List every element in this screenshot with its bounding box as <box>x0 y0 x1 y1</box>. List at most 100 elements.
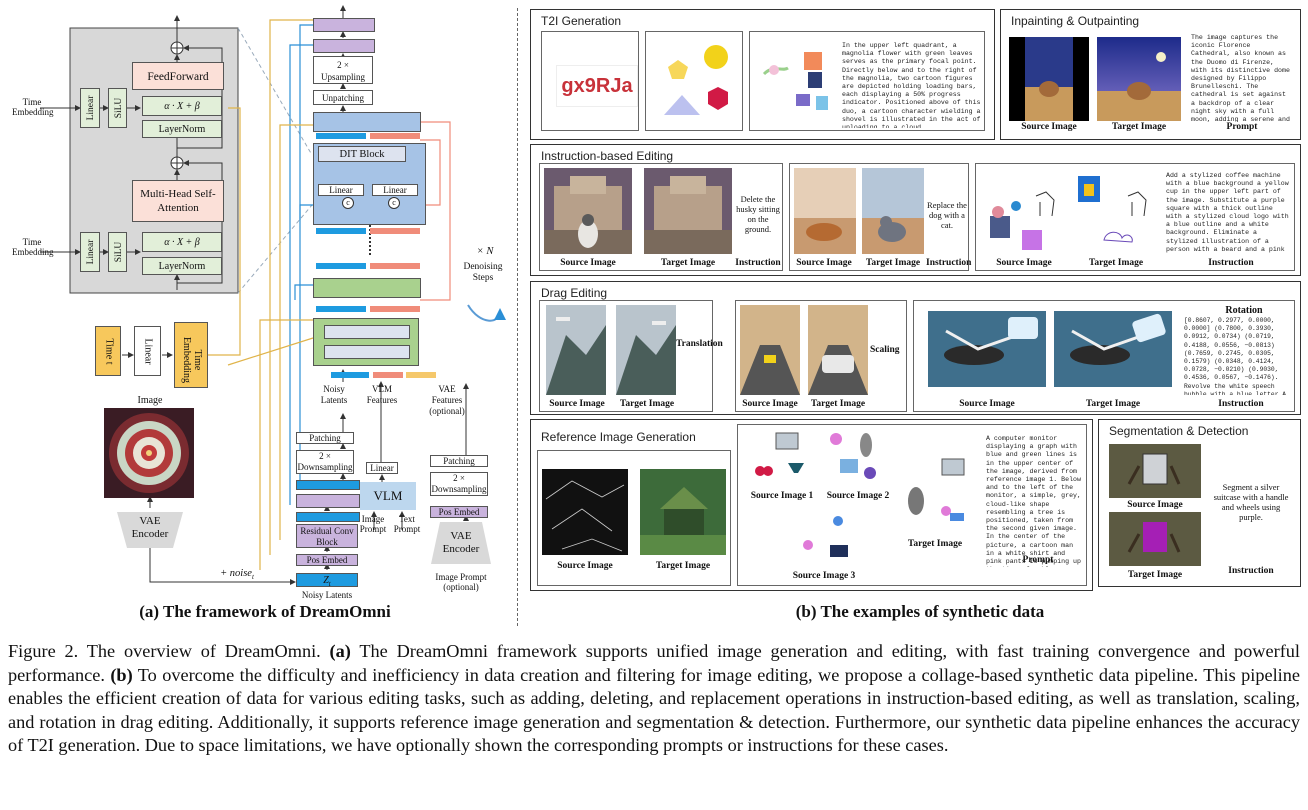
t2i-text-image: gx9RJa <box>556 65 638 107</box>
instruction-label-3: Instruction <box>1208 258 1254 268</box>
translation-target-image <box>616 305 676 395</box>
image-label: Image <box>137 395 163 406</box>
instruction-label-2: Instruction <box>926 258 972 268</box>
layernorm-box-top: LayerNorm <box>142 120 222 138</box>
left-stack-bar-blue <box>296 480 360 490</box>
reference-source-label: Source Image <box>557 561 613 571</box>
reference-cell-2: A computer monitor displaying a graph wi… <box>737 424 1087 586</box>
concat-left-icon: c <box>342 197 354 209</box>
reference-cell-1: Source Image Target Image <box>537 450 731 586</box>
time-t-box: Time t <box>95 326 121 376</box>
examples-caption: (b) The examples of synthetic data <box>795 602 1045 621</box>
instruction-source-label-1: Source Image <box>560 258 616 268</box>
instruction-label-1: Instruction <box>735 258 781 268</box>
left-stack-purple-1 <box>296 494 360 508</box>
instruction-text-1: Delete the husky sitting on the ground. <box>736 194 780 234</box>
reference-title: Reference Image Generation <box>541 430 696 444</box>
segmentation-instruction-label: Instruction <box>1228 566 1274 576</box>
reference-source-1-image <box>755 432 804 476</box>
reference-target-image-2 <box>908 458 965 521</box>
residual-conv-block: Residual Conv Block <box>296 524 358 548</box>
token-bar-blue-2 <box>316 228 366 234</box>
final-dit-block <box>313 112 421 132</box>
vae-encoder-right-shape <box>431 522 491 564</box>
reference-source-2-label: Source Image 2 <box>826 491 890 501</box>
inpainting-source-image <box>1009 37 1089 121</box>
drag-panel: Drag Editing Translation Source Image Ta… <box>530 281 1301 415</box>
framework-figure: FeedForward α · X + β LayerNorm Multi-He… <box>0 0 515 621</box>
t2i-cell-2 <box>645 31 743 131</box>
inpainting-source-label: Source Image <box>1021 122 1077 132</box>
output-bar-2 <box>313 39 375 53</box>
t2i-shapes-image <box>664 45 728 115</box>
t2i-prompt: In the upper left quadrant, a magnolia f… <box>842 42 981 128</box>
inpainting-target-image <box>1097 37 1181 121</box>
drag-cell-scaling: Scaling Source Image Target Image <box>735 300 907 412</box>
token-bar-salmon-4 <box>370 306 420 312</box>
time-embedding-label-top: Time Embedding <box>12 97 54 117</box>
segmentation-title: Segmentation & Detection <box>1109 424 1249 438</box>
instruction-title: Instruction-based Editing <box>541 149 674 163</box>
translation-source-label: Source Image <box>549 399 605 409</box>
segmentation-panel: Segmentation & Detection Segment a silve… <box>1098 419 1301 587</box>
image-prompt-optional-label: Image Prompt (optional) <box>435 572 487 592</box>
t2i-title: T2I Generation <box>541 14 622 28</box>
segmentation-source-image <box>1109 444 1201 498</box>
scaling-label: Scaling <box>870 345 900 355</box>
token-bar-salmon-2 <box>370 228 420 234</box>
vae-features-label: VAE Features (optional) <box>429 384 465 416</box>
noise-label: + noiset <box>220 568 254 582</box>
drag-title: Drag Editing <box>541 286 608 300</box>
drag-cell-rotation: Rotation [0.8607, 0.2977, 0.0000, 0.0000… <box>913 300 1295 412</box>
caption-text-1: The overview of DreamOmni. <box>78 641 330 661</box>
dit-linear-left: Linear <box>318 184 364 196</box>
rotation-text: [0.8607, 0.2977, 0.0000, 0.0000] (0.7800… <box>1184 317 1287 395</box>
dog-source-image <box>794 168 856 254</box>
reference-edge-image <box>542 469 628 555</box>
concat-right-icon: c <box>388 197 400 209</box>
dit-linear-right: Linear <box>372 184 418 196</box>
scaling-source-image <box>740 305 800 395</box>
reference-prompt-label: Prompt <box>1022 555 1054 565</box>
zt-box: Zt <box>296 573 358 588</box>
reference-source-3-image <box>803 516 848 557</box>
reference-source-3-label: Source Image 3 <box>792 571 856 581</box>
segmentation-target-label: Target Image <box>1127 570 1183 580</box>
inpainting-prompt-label: Prompt <box>1226 122 1258 132</box>
green-block-2 <box>313 318 419 366</box>
time-embedding-label-bottom: Time Embedding <box>12 237 54 257</box>
input-bar-yellow <box>406 372 436 378</box>
reference-source-1-label: Source Image 1 <box>750 491 814 501</box>
linear-box-top: Linear <box>80 88 100 128</box>
input-bar-salmon <box>373 372 403 378</box>
linear-box-bottom: Linear <box>80 232 100 272</box>
reference-prompt: A computer monitor displaying a graph wi… <box>986 435 1081 567</box>
caption-text-2: The DreamOmni framework supports unified… <box>8 641 1301 685</box>
husky-target-image <box>644 168 732 254</box>
rotation-instruction-label: Instruction <box>1218 399 1264 409</box>
caption-text-3: To overcome the difficulty and inefficie… <box>8 664 1300 756</box>
text-prompt-label: Text Prompt <box>393 514 421 534</box>
instruction-cell-3: Add a stylized coffee machine with a blu… <box>975 163 1295 271</box>
t2i-panel: T2I Generation gx9RJa In the upper left … <box>530 9 995 140</box>
segmentation-target-image <box>1109 512 1201 566</box>
dit-block-label: DIT Block <box>318 146 406 162</box>
vae-encoder-left-shape <box>117 512 183 548</box>
reference-target-image <box>640 469 726 555</box>
token-bar-blue-1 <box>316 133 366 139</box>
segmentation-source-label: Source Image <box>1127 500 1183 510</box>
cat-target-image <box>862 168 924 254</box>
unpatching-box: Unpatching <box>313 90 373 105</box>
token-bar-salmon-1 <box>370 133 420 139</box>
repeat-label: × N <box>476 246 494 257</box>
patching-box-left: Patching <box>296 432 354 444</box>
reference-panel: Reference Image Generation Source Image … <box>530 419 1093 591</box>
pos-embed-right: Pos Embed <box>430 506 488 518</box>
reference-target-label: Target Image <box>655 561 711 571</box>
rotation-target-label: Target Image <box>1085 399 1141 409</box>
token-bar-blue-4 <box>316 306 366 312</box>
caption-b: (b) <box>110 664 133 685</box>
husky-source-image <box>544 168 632 254</box>
instruction-text-2: Replace the dog with a cat. <box>927 200 967 230</box>
rotation-source-label: Source Image <box>959 399 1015 409</box>
